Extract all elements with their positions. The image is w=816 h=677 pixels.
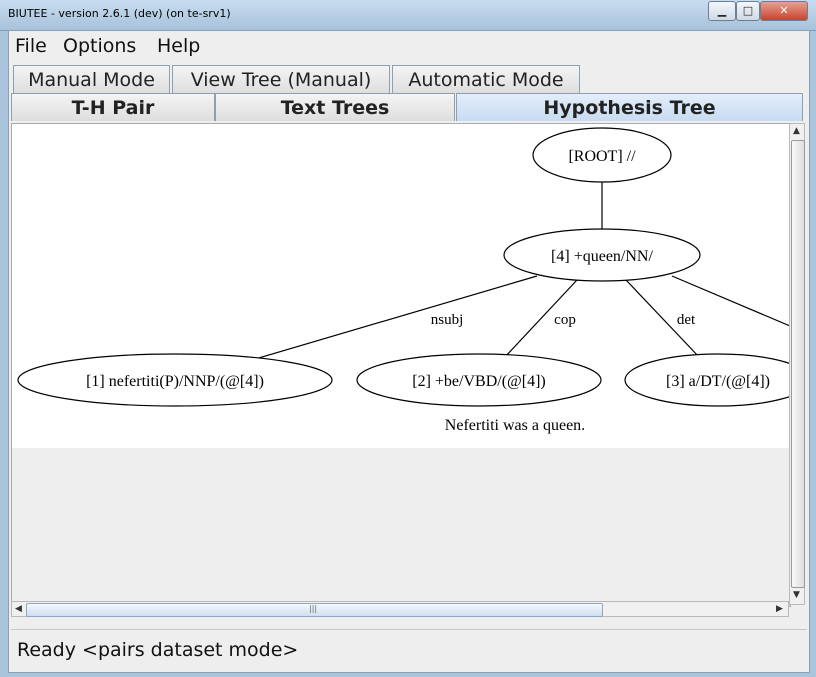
close-button[interactable]: ✕	[760, 1, 808, 21]
scroll-right-icon[interactable]: ▶	[776, 604, 783, 614]
tab-automatic-mode[interactable]: Automatic Mode	[392, 65, 580, 93]
maximize-button[interactable]: □	[736, 1, 760, 21]
tab-hypothesis-tree[interactable]: Hypothesis Tree	[456, 93, 803, 121]
menu-help[interactable]: Help	[157, 35, 201, 57]
tab-manual-mode[interactable]: Manual Mode	[13, 65, 170, 93]
menu-file[interactable]: File	[15, 35, 47, 57]
horizontal-scroll-thumb[interactable]: |||	[26, 603, 603, 617]
main-window: File Options Help Manual Mode View Tree …	[8, 30, 810, 673]
scroll-down-icon[interactable]: ▼	[793, 590, 800, 600]
node-queen-label: [4] +queen/NN/	[551, 248, 653, 265]
horizontal-scrollbar[interactable]: ◀ ||| ▶	[11, 601, 789, 617]
node-nefertiti[interactable]	[17, 353, 333, 407]
scroll-up-icon[interactable]: ▲	[793, 126, 800, 136]
tree-view-panel: [ROOT] // [4] +queen/NN/ [1] nefertiti(P…	[11, 123, 791, 607]
vertical-scroll-thumb[interactable]	[791, 140, 805, 588]
tab-view-tree-manual[interactable]: View Tree (Manual)	[172, 65, 390, 93]
tab-t-h-pair[interactable]: T-H Pair	[11, 93, 215, 121]
node-be[interactable]	[356, 353, 602, 407]
node-be-label: [2] +be/VBD/(@[4])	[412, 373, 546, 390]
edge-cop	[503, 279, 578, 359]
node-a[interactable]	[624, 353, 790, 407]
status-bar: Ready <pairs dataset mode>	[11, 629, 807, 668]
status-text: Ready <pairs dataset mode>	[17, 639, 299, 661]
dependency-tree-graph: [ROOT] // [4] +queen/NN/ [1] nefertiti(P…	[17, 127, 790, 434]
window-title: BIUTEE - version 2.6.1 (dev) (on te-srv1…	[8, 7, 231, 20]
node-queen[interactable]	[503, 228, 701, 282]
edge-offscreen	[671, 275, 790, 327]
vertical-scrollbar[interactable]: ▲ ▼	[789, 123, 805, 605]
scroll-left-icon[interactable]: ◀	[15, 604, 22, 614]
menu-options[interactable]: Options	[63, 35, 137, 57]
edge-nsubj	[251, 275, 538, 361]
node-root-label: [ROOT] //	[568, 148, 636, 165]
tree-canvas: [ROOT] // [4] +queen/NN/ [1] nefertiti(P…	[12, 124, 790, 448]
menu-bar: File Options Help	[9, 31, 809, 59]
thumb-grip-icon: |||	[309, 604, 318, 613]
sentence-caption: Nefertiti was a queen.	[445, 417, 585, 434]
title-bar: BIUTEE - version 2.6.1 (dev) (on te-srv1…	[0, 0, 816, 31]
node-root[interactable]	[532, 127, 672, 183]
tab-text-trees[interactable]: Text Trees	[215, 93, 455, 121]
node-nefertiti-label: [1] nefertiti(P)/NNP/(@[4])	[86, 373, 264, 390]
edge-label-nsubj: nsubj	[431, 312, 464, 328]
edge-label-det: det	[677, 312, 696, 328]
edge-label-cop: cop	[554, 312, 576, 328]
node-a-label: [3] a/DT/(@[4])	[666, 373, 770, 390]
edge-det	[625, 279, 701, 359]
minimize-button[interactable]: ▁	[708, 1, 736, 21]
